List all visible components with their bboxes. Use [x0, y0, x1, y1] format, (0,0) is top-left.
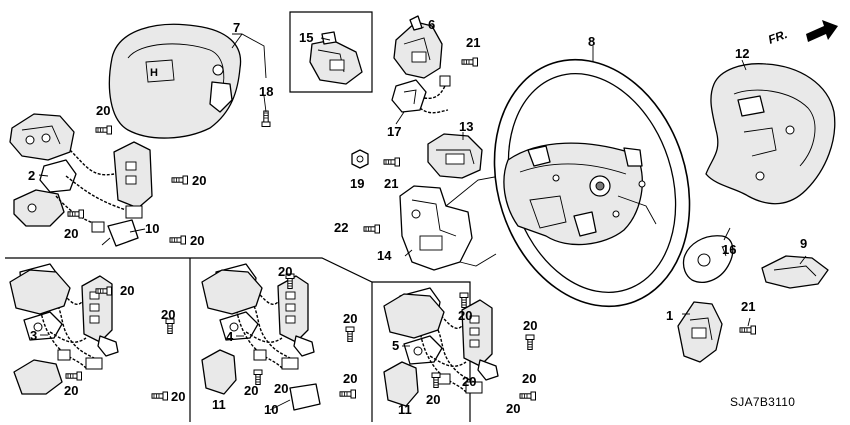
vbolt-20-n	[525, 334, 535, 350]
switch-3-pad	[9, 269, 71, 315]
callout-20-m: 20	[458, 308, 472, 323]
switch-15	[309, 31, 363, 85]
bolt-20-c	[67, 209, 84, 219]
vbolt-20-m	[459, 292, 469, 308]
bolt-20-l	[339, 389, 356, 399]
callout-20-l: 20	[343, 371, 357, 386]
callout-20-i: 20	[278, 264, 292, 279]
nut-19	[351, 149, 369, 169]
callout-3: 3	[30, 328, 37, 343]
paddle-16	[682, 227, 734, 283]
bolt-20-a	[95, 125, 112, 135]
bolt-20-d	[169, 235, 186, 245]
callout-4: 4	[226, 329, 234, 344]
bolt-20-p	[519, 391, 536, 401]
bolt-18	[261, 110, 271, 127]
switch-4-pad	[201, 269, 263, 315]
callout-6: 6	[428, 17, 435, 32]
callout-20-c: 20	[64, 226, 78, 241]
switch-1	[677, 301, 723, 363]
sensor-17	[391, 75, 451, 114]
callout-21-top: 21	[466, 35, 480, 50]
callout-20-b: 20	[192, 173, 206, 188]
callout-9: 9	[800, 236, 807, 251]
callout-10-a: 10	[145, 221, 159, 236]
connector-10-b	[289, 383, 321, 411]
callout-11-a: 11	[212, 397, 226, 412]
diagram-code: SJA7B3110	[730, 395, 795, 409]
callout-20-kk: 20	[274, 381, 288, 396]
callout-20-q: 20	[506, 401, 520, 416]
callout-16: 16	[722, 242, 736, 257]
callout-20-f: 20	[161, 307, 175, 322]
callout-20-n: 20	[523, 318, 537, 333]
callout-20-g: 20	[64, 383, 78, 398]
rear-cover	[705, 63, 836, 205]
bolt-22	[363, 224, 380, 234]
callout-20-e: 20	[120, 283, 134, 298]
callout-20-a: 20	[96, 103, 110, 118]
callout-5: 5	[392, 338, 399, 353]
switch-6	[393, 15, 443, 79]
bolt-20-g	[65, 371, 82, 381]
bolt-20-h	[151, 391, 168, 401]
bolt-21-top	[461, 57, 478, 67]
callout-21-bottom: 21	[741, 299, 755, 314]
switch-5-pad	[383, 293, 445, 339]
direction-label: FR.	[766, 27, 789, 47]
callout-20-d: 20	[190, 233, 204, 248]
callout-13: 13	[459, 119, 473, 134]
front-direction-arrow	[806, 20, 838, 42]
callout-20-o: 20	[426, 392, 440, 407]
callout-19: 19	[350, 176, 364, 191]
callout-20-r: 20	[462, 374, 476, 389]
callout-7: 7	[233, 20, 240, 35]
callout-20-j: 20	[343, 311, 357, 326]
callout-1: 1	[666, 308, 673, 323]
bolt-21-middle	[383, 157, 400, 167]
callout-17: 17	[387, 124, 401, 139]
callout-22: 22	[334, 220, 348, 235]
callout-21-middle: 21	[384, 176, 398, 191]
cover-11-a	[201, 349, 237, 395]
callout-20-k: 20	[244, 383, 258, 398]
inset-frame	[289, 11, 373, 93]
callout-20-p: 20	[522, 371, 536, 386]
callout-11-b: 11	[398, 402, 412, 417]
callout-15: 15	[299, 30, 313, 45]
switch-assembly-2	[9, 113, 153, 247]
cap-9	[761, 255, 829, 289]
cover-11-b	[383, 361, 419, 407]
bolt-21-bottom	[739, 325, 756, 335]
vbolt-20-j	[345, 326, 355, 342]
airbag-module: H	[108, 23, 242, 139]
steering-wheel	[493, 58, 691, 308]
bracket-14	[399, 175, 501, 271]
callout-18: 18	[259, 84, 273, 99]
leader-lines	[38, 26, 807, 411]
callout-20-h: 20	[171, 389, 185, 404]
callout-12: 12	[735, 46, 749, 61]
callout-8: 8	[588, 34, 595, 49]
cover-13	[427, 133, 483, 179]
switch-3-lower-pad	[13, 359, 63, 395]
callouts: 7 18 15 6 21 8 12 17 13 19 21 22 14 16 9…	[28, 17, 807, 417]
callout-2: 2	[28, 168, 35, 183]
bolt-20-b	[171, 175, 188, 185]
callout-10-b: 10	[264, 402, 278, 417]
callout-14: 14	[377, 248, 392, 263]
brand-emblem: H	[150, 67, 158, 79]
